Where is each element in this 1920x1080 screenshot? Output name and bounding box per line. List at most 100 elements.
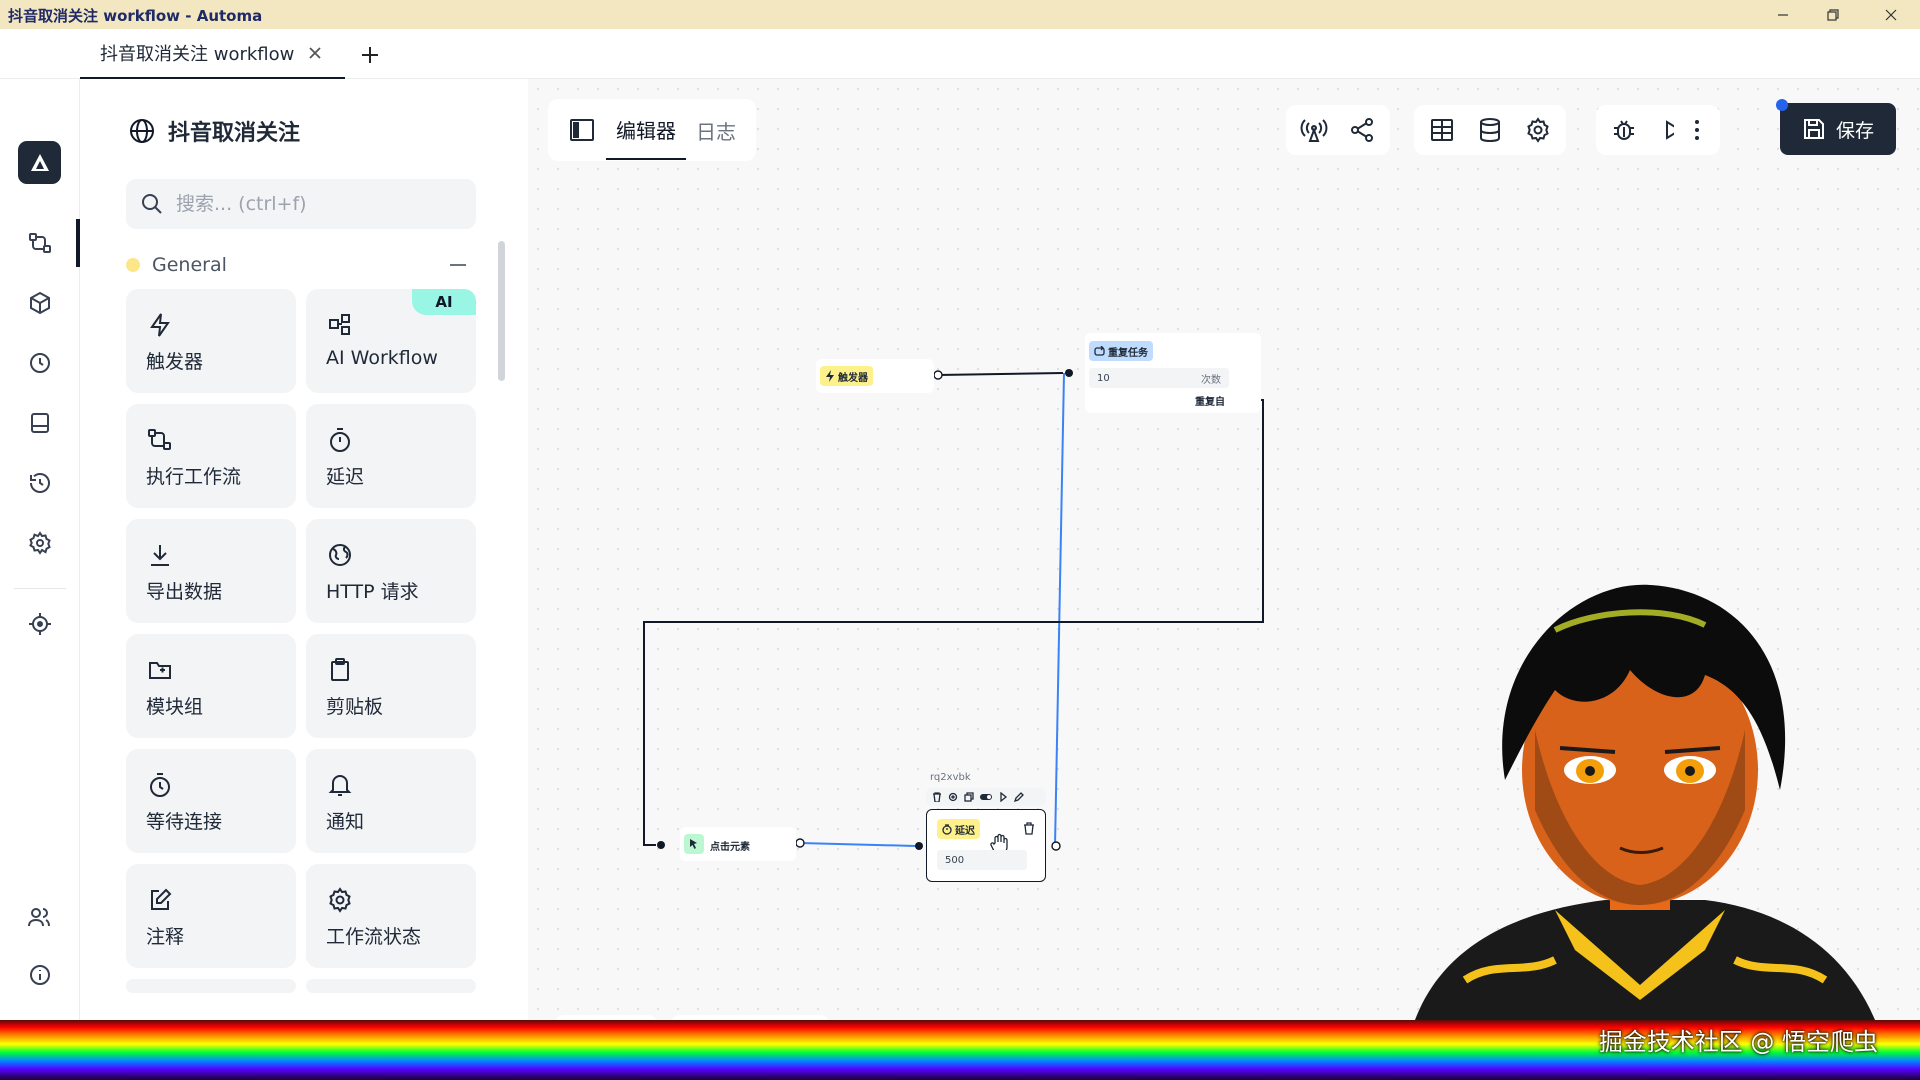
tab-close-button[interactable] — [308, 46, 322, 60]
save-button[interactable]: 保存 — [1780, 103, 1896, 155]
rail-element-picker[interactable] — [20, 604, 60, 644]
group-label: General — [152, 254, 227, 276]
trigger-label: 触发器 — [838, 372, 868, 384]
globe-icon — [130, 119, 154, 143]
rail-storage[interactable] — [20, 403, 60, 443]
rail-packages[interactable] — [20, 283, 60, 323]
toggle-icon[interactable] — [980, 792, 992, 802]
click-output-handle — [795, 838, 805, 848]
toggle-sidebar-button[interactable] — [558, 106, 606, 154]
block-ai-workflow[interactable]: AI AI Workflow — [306, 289, 476, 393]
rail-team[interactable] — [20, 897, 60, 937]
run-button[interactable] — [1648, 106, 1696, 154]
minimize-icon — [1778, 13, 1788, 16]
crosshair-icon — [29, 613, 51, 635]
block-label: 导出数据 — [146, 581, 223, 603]
timer-icon — [326, 426, 354, 454]
block-trigger[interactable]: 触发器 — [126, 289, 296, 393]
trash-icon[interactable] — [932, 792, 942, 802]
block-panel: 抖音取消关注 General 触发器 AI AI Workflow 执行工作流 … — [80, 79, 528, 1020]
ai-workflow-icon — [326, 311, 354, 339]
restore-icon — [1827, 8, 1839, 21]
storage-button[interactable] — [1466, 106, 1514, 154]
node-delay[interactable]: 延迟 500 — [926, 809, 1046, 882]
bug-icon — [1614, 120, 1634, 140]
block-label: 剪贴板 — [326, 696, 384, 718]
workflow-title: 抖音取消关注 — [128, 115, 300, 147]
block-notification[interactable]: 通知 — [306, 749, 476, 853]
trash-icon[interactable] — [1023, 822, 1035, 835]
rail-about[interactable] — [20, 955, 60, 995]
minimize-button[interactable] — [1760, 0, 1806, 29]
click-pill — [684, 834, 704, 854]
new-tab-button[interactable] — [354, 39, 386, 71]
block-execute-workflow[interactable]: 执行工作流 — [126, 404, 296, 508]
repeat-count-input[interactable]: 10 次数 — [1089, 368, 1229, 388]
delay-input-handle — [915, 842, 923, 850]
block-wait-connections[interactable]: 等待连接 — [126, 749, 296, 853]
save-label: 保存 — [1835, 119, 1874, 142]
app-logo[interactable] — [18, 141, 61, 184]
close-window-button[interactable] — [1868, 0, 1914, 29]
block-blocks-group[interactable]: 模块组 — [126, 634, 296, 738]
node-trigger[interactable]: 触发器 — [816, 359, 934, 393]
node-click-element[interactable]: 点击元素 — [680, 827, 796, 861]
table-button[interactable] — [1418, 106, 1466, 154]
block-http-request[interactable]: HTTP 请求 — [306, 519, 476, 623]
tab-label: 抖音取消关注 workflow — [100, 44, 295, 65]
play-icon — [1666, 120, 1682, 140]
play-icon[interactable] — [998, 792, 1008, 802]
pencil-icon[interactable] — [1014, 792, 1024, 802]
panel-scrollbar[interactable] — [498, 241, 505, 381]
delay-pill: 延迟 — [937, 819, 980, 839]
copy-icon[interactable] — [964, 792, 974, 802]
tab-editor[interactable]: 编辑器 — [606, 100, 686, 160]
tab-workflow[interactable]: 抖音取消关注 workflow — [80, 29, 345, 79]
block-search[interactable] — [126, 179, 476, 229]
block-next-row[interactable] — [306, 979, 476, 993]
share-toolbar — [1286, 105, 1390, 155]
collapse-icon[interactable] — [450, 264, 466, 266]
rail-logs[interactable] — [20, 463, 60, 503]
workflow-name: 抖音取消关注 — [168, 121, 301, 146]
share-button[interactable] — [1338, 106, 1386, 154]
bell-icon — [326, 771, 354, 799]
search-input[interactable] — [174, 192, 454, 216]
bolt-icon — [146, 311, 174, 339]
gear-icon[interactable] — [948, 792, 958, 802]
block-delay[interactable]: 延迟 — [306, 404, 476, 508]
delay-value-input[interactable]: 500 — [937, 850, 1027, 870]
avatar-hair — [1502, 584, 1786, 790]
block-next-row[interactable] — [126, 979, 296, 993]
repeat-output-label: 重复自 — [1195, 397, 1225, 408]
bolt-icon — [826, 370, 834, 382]
broadcast-button[interactable] — [1290, 106, 1338, 154]
block-label: 模块组 — [146, 696, 204, 718]
close-icon — [1885, 9, 1897, 20]
more-menu-button[interactable] — [1674, 105, 1720, 155]
debug-button[interactable] — [1600, 106, 1648, 154]
group-general[interactable]: General — [126, 249, 466, 281]
rail-schedule[interactable] — [20, 343, 60, 383]
trigger-output-handle — [933, 370, 943, 380]
avatar-face — [1522, 635, 1758, 905]
block-note[interactable]: 注释 — [126, 864, 296, 968]
data-toolbar — [1414, 105, 1566, 155]
rail-workflows[interactable] — [20, 223, 60, 263]
note-icon — [146, 886, 174, 914]
repeat-unit: 次数 — [1201, 374, 1221, 386]
tab-logs[interactable]: 日志 — [696, 119, 736, 144]
delay-output-handle — [1051, 841, 1061, 851]
info-icon — [30, 965, 50, 985]
broadcast-icon — [1300, 119, 1328, 142]
block-clipboard[interactable]: 剪贴板 — [306, 634, 476, 738]
rail-settings[interactable] — [20, 523, 60, 563]
workflow-settings-button[interactable] — [1514, 106, 1562, 154]
maximize-button[interactable] — [1810, 0, 1856, 29]
node-repeat-task[interactable]: 重复任务 10 次数 重复自 — [1085, 333, 1261, 413]
block-export-data[interactable]: 导出数据 — [126, 519, 296, 623]
package-icon — [30, 291, 50, 315]
users-icon — [28, 908, 50, 927]
block-label: AI Workflow — [326, 347, 438, 369]
block-workflow-state[interactable]: 工作流状态 — [306, 864, 476, 968]
